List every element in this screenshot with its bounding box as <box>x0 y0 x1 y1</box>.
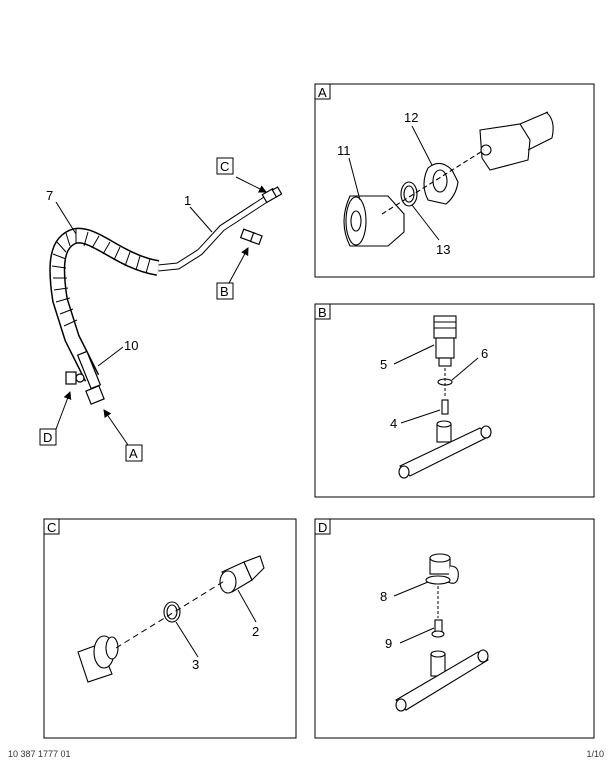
footer-code: 10 387 1777 01 <box>8 749 71 759</box>
panel-a-tag: A <box>318 85 327 100</box>
callout-3: 3 <box>192 657 199 672</box>
callout-main-a: A <box>129 446 138 461</box>
panel-d <box>314 518 595 739</box>
part-5 <box>433 315 457 339</box>
fitting-d <box>65 371 85 385</box>
callout-main-b: B <box>220 284 229 299</box>
footer-page: 1/10 <box>586 749 604 759</box>
callout-7: 7 <box>46 188 53 203</box>
callout-13: 13 <box>436 242 450 257</box>
panel-a <box>314 83 595 278</box>
lower-nut <box>85 385 105 405</box>
fitting-b <box>239 228 263 246</box>
callout-4: 4 <box>390 416 397 431</box>
panel-b-tag: B <box>318 305 327 320</box>
callout-main-c: C <box>220 159 229 174</box>
part-4 <box>441 399 449 415</box>
callout-10: 10 <box>124 338 138 353</box>
main-callout-boxes <box>39 157 234 462</box>
fitting-c <box>261 186 283 204</box>
main-assembly <box>49 186 283 405</box>
callout-8: 8 <box>380 589 387 604</box>
callout-5: 5 <box>380 357 387 372</box>
callout-2: 2 <box>252 624 259 639</box>
callout-6: 6 <box>481 346 488 361</box>
main-leaders <box>55 176 267 446</box>
panel-b <box>314 303 595 498</box>
part-13 <box>400 181 418 207</box>
panel-c-tag: C <box>47 520 56 535</box>
hose-7 <box>49 227 160 382</box>
callout-12: 12 <box>404 110 418 125</box>
callout-9: 9 <box>385 636 392 651</box>
callout-11: 11 <box>337 143 351 158</box>
callout-1: 1 <box>184 193 191 208</box>
panel-d-tag: D <box>318 520 327 535</box>
panel-c <box>43 518 297 739</box>
spiral-wrap <box>51 229 151 327</box>
callout-main-d: D <box>43 430 52 445</box>
